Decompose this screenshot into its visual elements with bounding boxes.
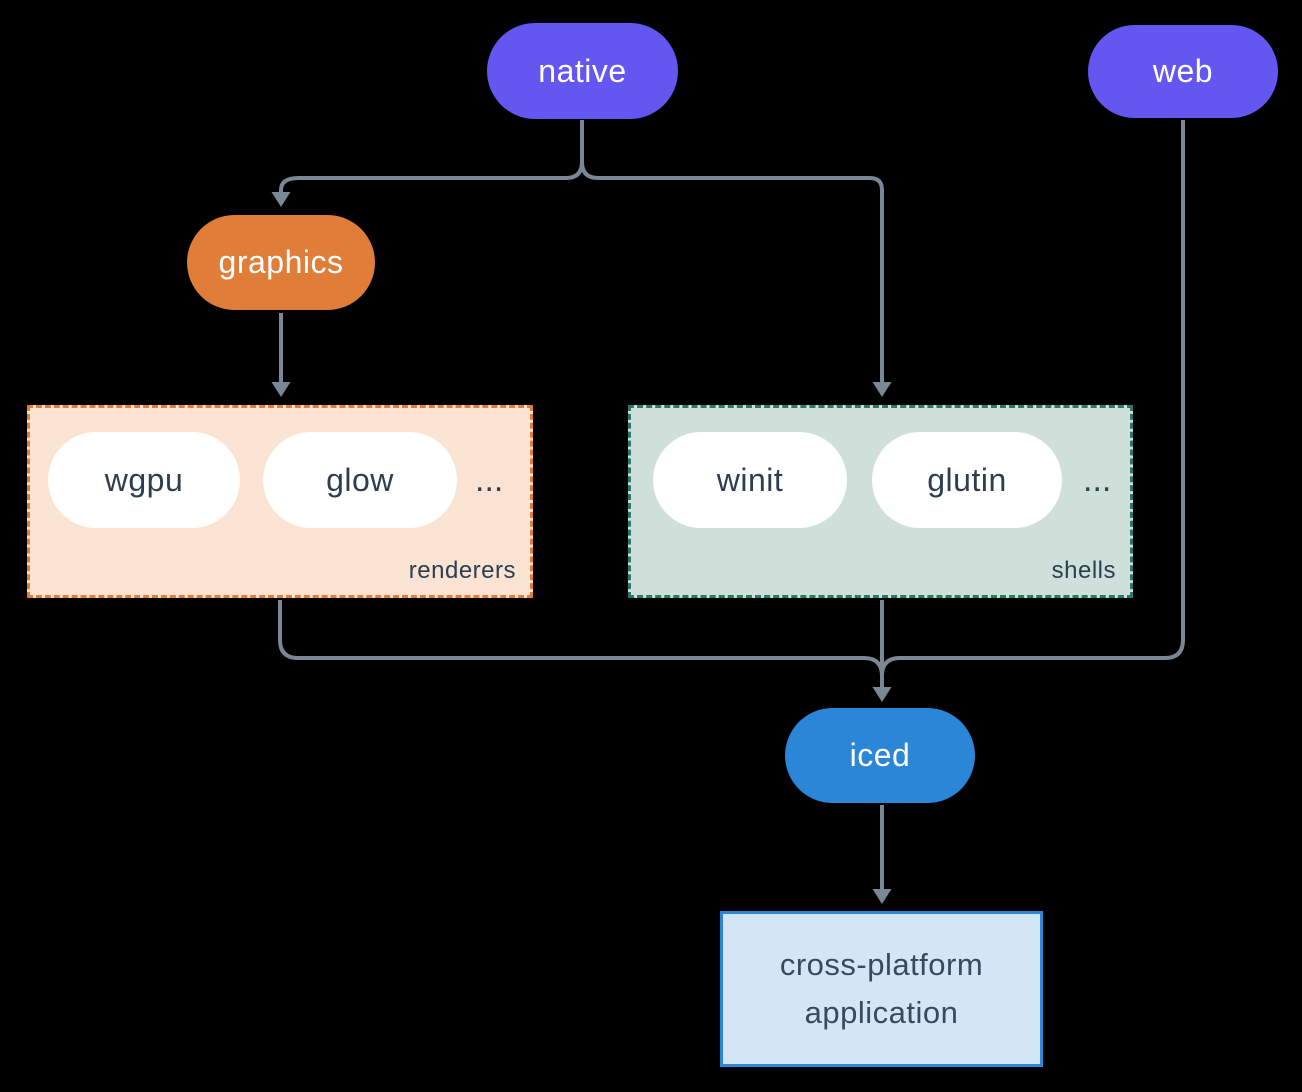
pill-winit-label: winit — [716, 461, 784, 498]
pill-wgpu: wgpu — [48, 432, 240, 528]
renderers-ellipsis: ... — [475, 460, 504, 499]
pill-winit: winit — [653, 432, 847, 528]
node-native-label: native — [538, 52, 627, 89]
connector-web-to-iced — [880, 120, 1185, 687]
node-web: web — [1088, 25, 1278, 118]
node-web-label: web — [1152, 53, 1214, 89]
node-graphics: graphics — [187, 215, 375, 310]
pill-wgpu-label: wgpu — [104, 461, 184, 498]
group-shells: winit glutin ... shells — [628, 405, 1133, 598]
pill-glutin-label: glutin — [927, 461, 1007, 498]
group-shells-label: shells — [1051, 557, 1116, 584]
node-native: native — [487, 23, 678, 119]
node-application: cross-platform application — [720, 911, 1043, 1067]
group-renderers: wgpu glow ... renderers — [27, 405, 533, 598]
connector-native-to-graphics — [279, 120, 584, 193]
arrowhead-into-shells — [872, 382, 892, 397]
arrowhead-into-graphics — [271, 192, 291, 207]
application-label-line2: application — [804, 995, 959, 1030]
arrowhead-into-renderers — [271, 382, 291, 397]
node-iced-label: iced — [849, 737, 911, 773]
pill-glutin: glutin — [872, 432, 1062, 528]
shells-ellipsis: ... — [1083, 460, 1112, 499]
application-label-line1: cross-platform — [779, 947, 984, 982]
connector-renderers-to-iced — [278, 600, 884, 687]
arrowhead-into-application — [872, 889, 892, 904]
group-renderers-label: renderers — [408, 557, 516, 584]
node-iced: iced — [785, 708, 975, 803]
connector-native-to-shells — [580, 120, 884, 383]
arrowhead-into-iced — [872, 687, 892, 702]
pill-glow-label: glow — [326, 461, 394, 498]
pill-glow: glow — [263, 432, 457, 528]
node-graphics-label: graphics — [218, 244, 344, 280]
